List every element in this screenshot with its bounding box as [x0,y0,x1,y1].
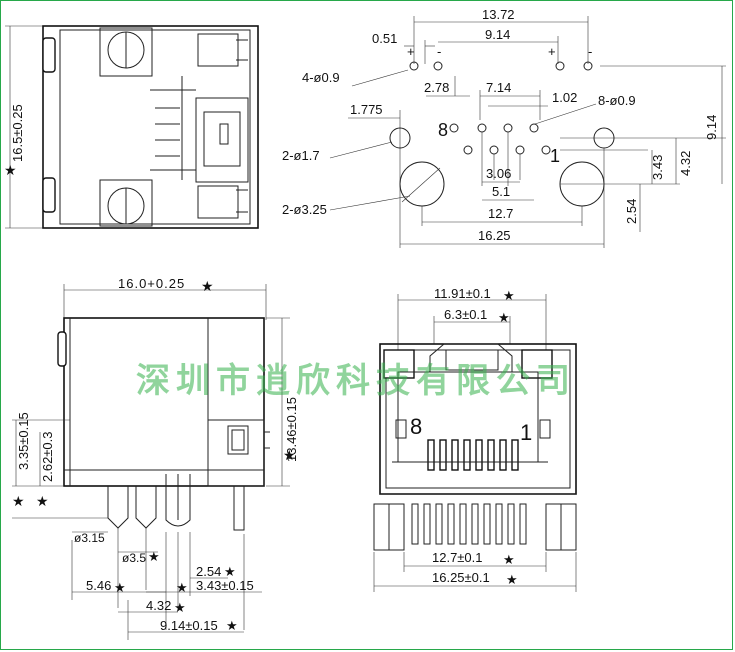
minus-right: - [588,44,592,59]
label-4-holes: 4-ø0.9 [302,70,340,85]
label-8-holes: 8-ø0.9 [598,93,636,108]
critical-star-icon: ★ [114,580,126,595]
critical-star-icon: ★ [503,552,515,567]
critical-star-icon: ★ [36,493,49,509]
side-h-335: 3.35±0.15 [16,412,31,470]
contact-pins [427,439,519,471]
front-w-1625: 16.25±0.1 [432,570,490,585]
contact-slot [439,439,447,471]
side-d546: 5.46 [86,578,111,593]
critical-star-icon: ★ [224,564,236,579]
plus-right: + [548,44,556,59]
critical-star-icon: ★ [503,288,515,303]
critical-star-icon: ★ [174,600,186,615]
lower-pin [411,503,419,545]
dim-1-775: 1.775 [350,102,383,117]
dim-2-78: 2.78 [424,80,449,95]
dim-2-54: 2.54 [624,199,639,224]
front-pin-8: 8 [410,414,422,439]
dim-3-43: 3.43 [650,155,665,180]
label-2-holes-17: 2-ø1.7 [282,148,320,163]
contact-slot [451,439,459,471]
dim-16-25: 16.25 [478,228,511,243]
critical-star-icon: ★ [226,618,238,633]
lower-pin [483,503,491,545]
dim-12-7: 12.7 [488,206,513,221]
dim-9-14: 9.14 [485,27,510,42]
front-pin-1: 1 [520,420,532,445]
critical-star-icon: ★ [506,572,518,587]
contact-slot [499,439,507,471]
side-d914: 9.14±0.15 [160,618,218,633]
lower-pin [423,503,431,545]
dim-1-02: 1.02 [552,90,577,105]
front-w-1191: 11.91±0.1 [434,286,491,301]
dim-0-51: 0.51 [372,31,397,46]
dim-5-1: 5.1 [492,184,510,199]
contact-slot [487,439,495,471]
pin-8-label: 8 [438,120,448,140]
critical-star-icon: ★ [176,580,188,595]
side-d432: 4.32 [146,598,171,613]
front-w-63: 6.3±0.1 [444,307,487,322]
critical-star-icon: ★ [12,493,25,509]
dim-7-14: 7.14 [486,80,511,95]
minus-left: - [437,44,441,59]
dim-3-06: 3.06 [486,166,511,181]
critical-star-icon: ★ [498,310,510,325]
front-view: 11.91±0.1 ★ 6.3±0.1 ★ 8 1 12.7±0.1 ★ [373,286,577,592]
lower-pin [495,503,503,545]
company-watermark: 深圳市逍欣科技有限公司 [136,361,576,400]
top-view: 16.5±0.25 ★ [4,25,259,229]
lower-pin [519,503,527,545]
side-width-label: 16.0+0.25 [118,276,185,291]
lower-pin [471,503,479,545]
dim-13-72: 13.72 [482,7,515,22]
lower-pins [411,503,527,545]
pin-1-label: 1 [550,146,560,166]
critical-star-icon: ★ [148,549,160,564]
critical-star-icon: ★ [201,278,214,294]
lower-pin [507,503,515,545]
side-d343: 3.43±0.15 [196,578,254,593]
footprint-view: 13.72 0.51 9.14 + - + - 4-ø0.9 2.78 7.14… [282,7,726,248]
lower-pin [435,503,443,545]
critical-star-icon: ★ [283,447,296,463]
dim-4-32: 4.32 [678,151,693,176]
contact-slot [475,439,483,471]
contact-slot [427,439,435,471]
dim-9-14-v: 9.14 [704,115,719,140]
front-w-127: 12.7±0.1 [432,550,483,565]
side-d315: ø3.15 [74,531,105,545]
height-label: 16.5±0.25 [10,104,25,162]
side-d35: ø3.5 [122,551,146,565]
contact-slot [511,439,519,471]
side-d254: 2.54 [196,564,221,579]
lower-pin [447,503,455,545]
side-view: 16.0+0.25 ★ 3.35±0.15 2.62±0.3 ★ ★ 13.46… [12,276,299,640]
side-height-label: 13.46±0.15 [284,397,299,462]
plus-left: + [407,44,415,59]
label-2-holes-325: 2-ø3.25 [282,202,327,217]
critical-star-icon: ★ [4,162,17,178]
lower-pin [459,503,467,545]
contact-slot [463,439,471,471]
side-h-262: 2.62±0.3 [40,431,55,482]
